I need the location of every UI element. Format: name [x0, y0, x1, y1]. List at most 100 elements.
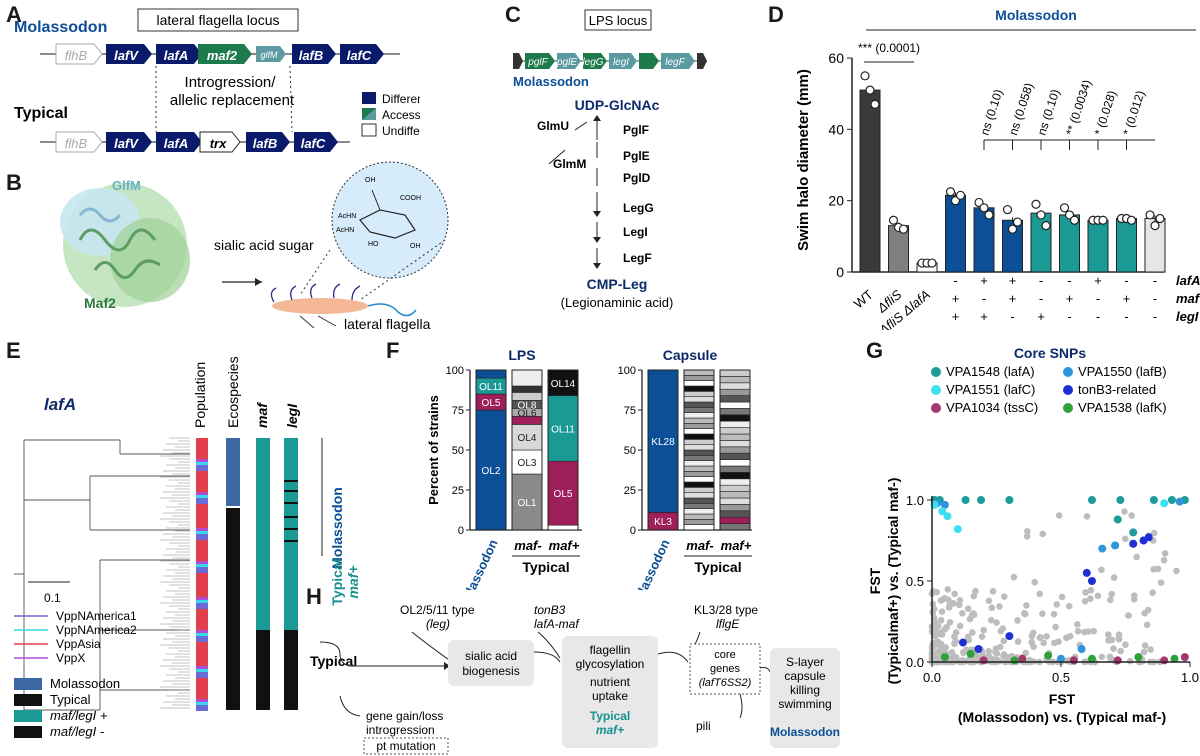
svg-text:lafB: lafB: [299, 48, 324, 63]
g-point: [1074, 627, 1082, 635]
g-colored-point: [1149, 496, 1158, 504]
maf-plus-strip: [256, 438, 270, 630]
population-strip-cell: [196, 675, 208, 678]
f-segment: [683, 492, 715, 499]
g-point: [944, 596, 952, 604]
g-point: [1074, 621, 1081, 628]
svg-text:PglF: PglF: [623, 123, 649, 137]
h-gain: gene gain/loss: [366, 709, 443, 723]
population-strip-cell: [196, 549, 208, 552]
glmu-label: GlmU: [537, 119, 569, 133]
d-point: [1041, 221, 1051, 231]
g-colored-point: [1116, 496, 1125, 504]
g-colored-point: [1167, 496, 1176, 504]
g-legend-label: tonB3-related: [1078, 382, 1156, 397]
population-strip-cell: [196, 483, 208, 486]
f-capsule-title: Capsule: [663, 347, 718, 363]
d-point: [865, 85, 875, 95]
svg-text:AcHN: AcHN: [338, 213, 356, 220]
population-strip-cell: [196, 462, 208, 465]
f-segment: [683, 439, 715, 445]
g-point: [1126, 657, 1134, 665]
f-segment: [719, 427, 751, 435]
g-point: [1021, 610, 1028, 617]
d-bar: [1116, 218, 1137, 273]
g-point: [1053, 601, 1061, 608]
f-segment: [719, 504, 751, 512]
svg-text:Differentiated: Differentiated: [382, 92, 420, 106]
population-strip-cell: [196, 678, 208, 681]
d-row-sign: -: [1153, 273, 1157, 288]
d-row-sign: -: [953, 273, 957, 288]
g-colored-point: [1069, 656, 1078, 665]
population-strip-cell: [196, 561, 208, 564]
d-row-sign: -: [1010, 309, 1014, 324]
g-point: [946, 618, 954, 626]
d-y-tick-label: 40: [828, 121, 844, 137]
g-colored-point: [1018, 654, 1027, 663]
g-point: [1160, 556, 1168, 564]
g-point: [1055, 512, 1063, 519]
d-bar: [945, 194, 966, 273]
population-strip-cell: [196, 597, 208, 600]
population-strip-cell: [196, 669, 208, 672]
mol-gene-track: flhB lafV lafA maf2 glfM lafB lafC: [55, 43, 384, 65]
f-bar-outline: [647, 369, 679, 531]
population-strip-cell: [196, 531, 208, 534]
d-sig-label: * (0.012): [1120, 89, 1148, 137]
population-strip-cell: [196, 480, 208, 483]
f-typical-cap: Typical: [694, 559, 741, 575]
g-point: [1105, 631, 1112, 638]
g-point: [938, 631, 946, 638]
g-point: [952, 653, 960, 661]
g-point: [993, 619, 1000, 626]
population-strip-cell: [196, 540, 208, 543]
g-point: [1150, 529, 1158, 537]
svg-text:glycosylation: glycosylation: [576, 657, 645, 671]
svg-text:lafC: lafC: [301, 136, 326, 151]
population-strip-cell: [196, 681, 208, 684]
d-row-sign: +: [1037, 309, 1045, 324]
svg-text:legG: legG: [582, 57, 603, 68]
g-colored-point: [1082, 568, 1091, 577]
population-strip-cell: [196, 693, 208, 696]
g-point: [1154, 565, 1162, 573]
population-strip-cell: [196, 516, 208, 519]
box-legend-swatch: [14, 694, 42, 706]
population-strip-cell: [196, 477, 208, 480]
d-row-sign: -: [1153, 291, 1157, 306]
f-segment: [719, 452, 751, 460]
f-segment: [683, 401, 715, 408]
panel-label-c: C: [505, 2, 521, 27]
h-box-slayer: [770, 648, 840, 748]
d-row-sign: -: [1124, 309, 1128, 324]
d-point: [1012, 217, 1023, 227]
g-x-tick-label: 0.5: [1052, 670, 1070, 685]
locus-title: lateral flagella locus: [157, 12, 280, 28]
d-row-label: legI: [1176, 309, 1199, 324]
f-segment: [719, 484, 751, 492]
population-strip-cell: [196, 552, 208, 555]
h-pili: pili: [696, 719, 711, 733]
f-segment-label: OL4: [518, 433, 537, 444]
g-point: [1065, 602, 1073, 610]
g-point: [955, 601, 963, 609]
f-segment-label: OL5: [482, 398, 501, 409]
svg-text:core: core: [714, 649, 735, 661]
population-strip-cell: [196, 684, 208, 687]
g-colored-point: [977, 496, 986, 504]
g-colored-point: [1077, 645, 1086, 654]
g-point: [964, 633, 972, 641]
svg-text:Ecospecies: Ecospecies: [225, 356, 241, 428]
gene-glfM: [256, 46, 286, 62]
f-segment: [683, 369, 715, 376]
svg-text:OH: OH: [410, 243, 421, 250]
d-point: [1059, 203, 1070, 213]
population-strip-cell: [196, 594, 208, 597]
population-strip-cell: [196, 465, 208, 468]
g-point: [1122, 641, 1129, 648]
sialic-acid-structure: OH COOH HO AcHN AcHN OH: [336, 177, 421, 250]
population-strip-cell: [196, 567, 208, 570]
